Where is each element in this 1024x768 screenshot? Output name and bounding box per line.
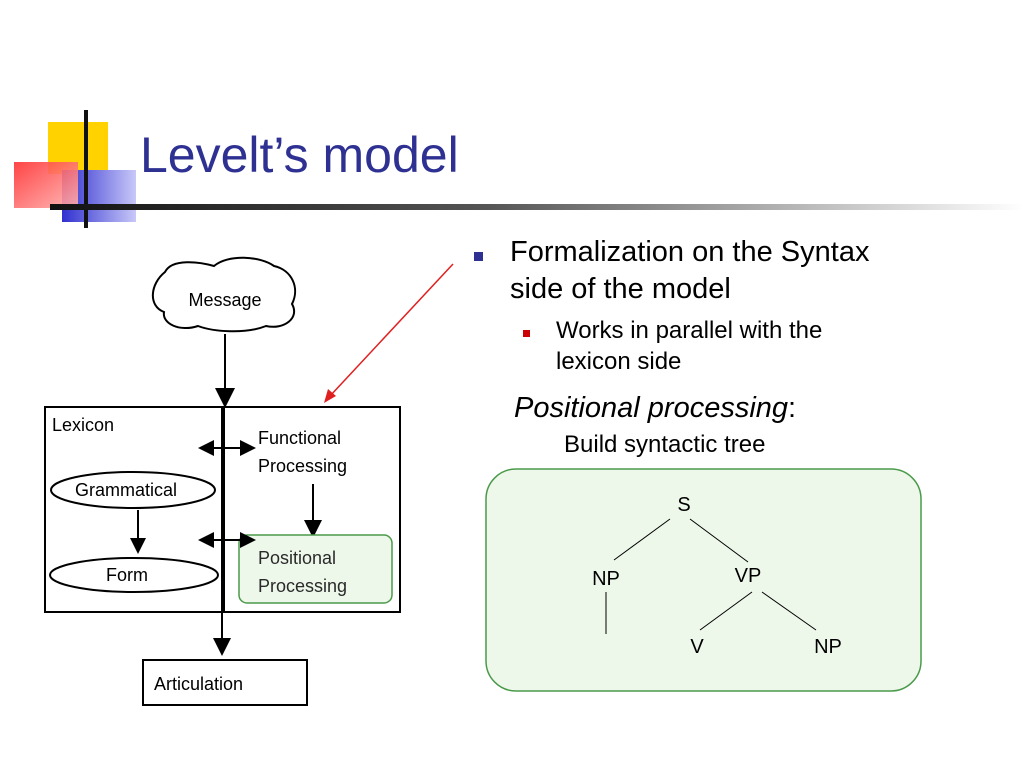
sub-bullet-line1: Works in parallel with the bbox=[556, 317, 823, 344]
node-np-left: NP bbox=[592, 568, 620, 590]
positional-processing-box bbox=[238, 534, 393, 604]
node-s: S bbox=[677, 494, 690, 516]
red-square bbox=[14, 162, 78, 208]
node-v: V bbox=[690, 636, 704, 658]
sub-bullet-icon bbox=[523, 330, 530, 337]
slide-title: Levelt’s model bbox=[140, 127, 459, 183]
articulation-arrowhead bbox=[213, 638, 231, 656]
edge-s-vp bbox=[689, 518, 749, 563]
functional-to-positional-arrowhead bbox=[304, 520, 322, 538]
functional-processing-line1: Functional bbox=[258, 428, 341, 448]
red-pointer-arrow bbox=[329, 263, 454, 397]
grammatical-to-form-arrowhead bbox=[130, 538, 146, 554]
title-decoration bbox=[14, 110, 1024, 228]
form-ellipse bbox=[49, 557, 219, 593]
main-bullet-line1: Formalization on the Syntax bbox=[510, 236, 870, 268]
positional-processing-colon: : bbox=[788, 392, 797, 424]
title-underline bbox=[50, 204, 1024, 210]
grammatical-ellipse bbox=[50, 471, 216, 509]
message-cloud bbox=[151, 256, 297, 333]
edge-vp-np bbox=[761, 591, 817, 631]
node-np-right: NP bbox=[814, 636, 842, 658]
main-bullet-icon bbox=[474, 252, 483, 261]
node-vp: VP bbox=[735, 565, 762, 587]
articulation-box bbox=[142, 659, 308, 706]
functional-processing-line2: Processing bbox=[258, 456, 347, 476]
top-double-arrow-right-head bbox=[240, 440, 256, 456]
edge-vp-v bbox=[699, 591, 753, 631]
build-syntactic-tree: Build syntactic tree bbox=[564, 431, 766, 458]
grammatical-label: Grammatical bbox=[75, 480, 177, 500]
message-arrowhead bbox=[215, 388, 235, 408]
red-pointer-arrowhead bbox=[324, 389, 336, 403]
articulation-label: Articulation bbox=[154, 674, 243, 694]
top-double-arrow-left-head bbox=[198, 440, 214, 456]
form-label: Form bbox=[106, 565, 148, 585]
positional-processing-label: Positional processing bbox=[514, 392, 789, 424]
message-label: Message bbox=[188, 290, 261, 310]
syntax-tree-panel bbox=[485, 468, 922, 692]
positional-processing-line1: Positional bbox=[258, 548, 336, 568]
levelt-diagram: Message Lexicon Grammatical Form Functio… bbox=[44, 256, 401, 706]
lexicon-label: Lexicon bbox=[52, 415, 114, 435]
vertical-rule bbox=[84, 110, 88, 228]
positional-processing-heading: Positional processing: bbox=[514, 392, 796, 425]
main-bullet-line2: side of the model bbox=[510, 273, 731, 305]
sub-bullet-line2: lexicon side bbox=[556, 348, 682, 375]
edge-s-np bbox=[613, 518, 671, 561]
bottom-double-arrow-right-head bbox=[240, 532, 256, 548]
positional-processing-line2: Processing bbox=[258, 576, 347, 596]
bottom-double-arrow-left-head bbox=[198, 532, 214, 548]
